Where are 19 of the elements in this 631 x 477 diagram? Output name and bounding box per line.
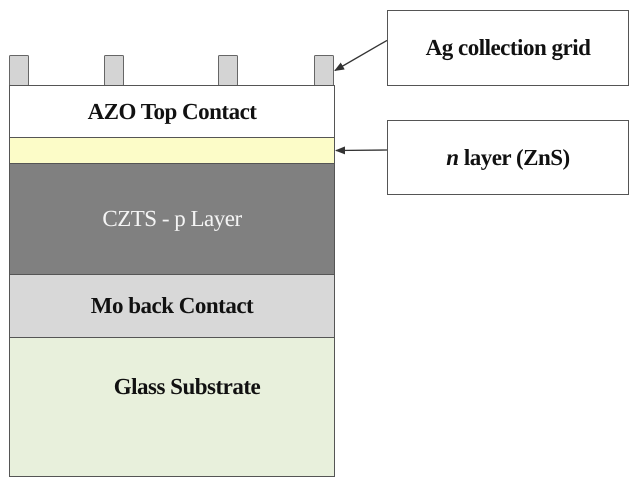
callout-box (387, 10, 629, 86)
grid-finger (218, 55, 238, 86)
callout-box (387, 120, 629, 195)
leader-arrow (334, 40, 388, 72)
grid-finger (314, 55, 334, 86)
leader-arrow (335, 146, 387, 154)
layer-band (9, 137, 335, 164)
grid-finger (104, 55, 124, 86)
layer-label: Glass Substrate (114, 374, 260, 400)
layer-band (9, 85, 335, 138)
layer-band (9, 274, 335, 338)
layer-label: CZTS - p Layer (102, 206, 242, 232)
layer-label: Mo back Contact (90, 293, 254, 319)
layer-band (9, 337, 335, 477)
layer-band (9, 163, 335, 275)
callout-label: n layer (ZnS) (446, 144, 570, 170)
layer-label: AZO Top Contact (88, 98, 256, 124)
callout-label: Ag collection grid (426, 35, 590, 61)
grid-finger (9, 55, 29, 86)
